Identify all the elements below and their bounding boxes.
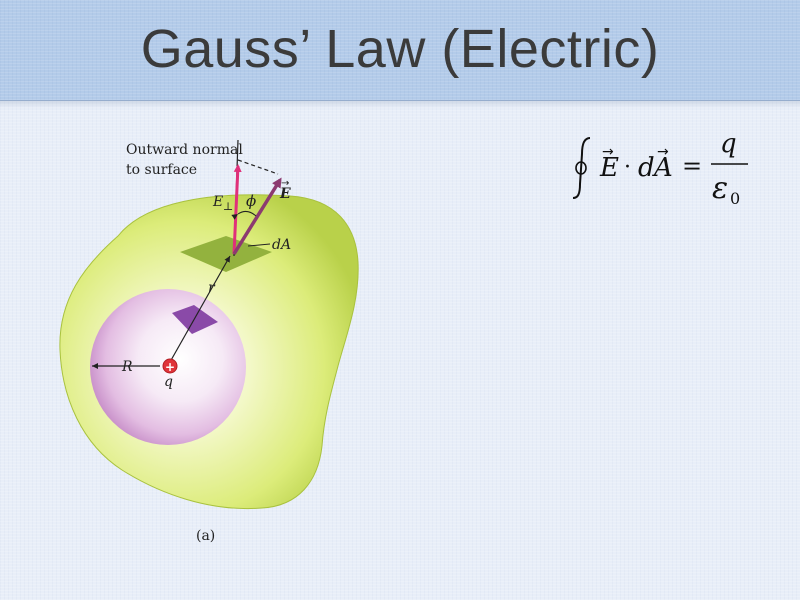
big-r-label: R (121, 359, 133, 375)
formula-a: A (652, 153, 673, 183)
outward-normal-label-2: to surface (126, 162, 197, 178)
charge-sign: + (165, 360, 175, 374)
formula-equals: = (682, 152, 702, 180)
e-perp-arrow (232, 164, 242, 255)
charge (162, 358, 178, 374)
figure-caption: (a) (196, 528, 215, 544)
r-label: r (208, 280, 216, 296)
formula-epsilon: ε (712, 171, 728, 206)
gauss-law-formula: E → · d A → = q ε 0 (572, 129, 748, 208)
formula-dot: · (624, 155, 631, 180)
formula-numerator: q (720, 129, 737, 159)
title-bar: Gauss’ Law (Electric) (0, 0, 800, 108)
e-label-vector-mark: → (281, 178, 289, 189)
phi-label: ϕ (246, 192, 256, 210)
formula-epsilon-sub: 0 (730, 189, 740, 208)
formula-d: d (638, 153, 655, 183)
formula-e: E (599, 153, 619, 183)
oint-symbol (572, 137, 591, 199)
e-label: E (279, 186, 291, 202)
oint-circle (575, 161, 587, 175)
dashed-line-1 (237, 159, 279, 175)
q-label: q (164, 374, 173, 390)
outward-normal-label-1: Outward normal (126, 142, 243, 158)
e-perp-label: E (212, 194, 223, 210)
da-label: dA (272, 237, 291, 253)
e-perp-sub: ⊥ (223, 200, 233, 213)
formula-e-arrow: → (602, 144, 614, 160)
da-patch (180, 236, 272, 272)
r-line (169, 255, 231, 363)
e-field-arrow (232, 177, 282, 255)
phi-arc (231, 210, 257, 220)
slide-title: Gauss’ Law (Electric) (140, 19, 660, 79)
inner-patch (172, 305, 218, 334)
da-pointer (247, 243, 271, 247)
formula-a-arrow: → (657, 144, 669, 160)
